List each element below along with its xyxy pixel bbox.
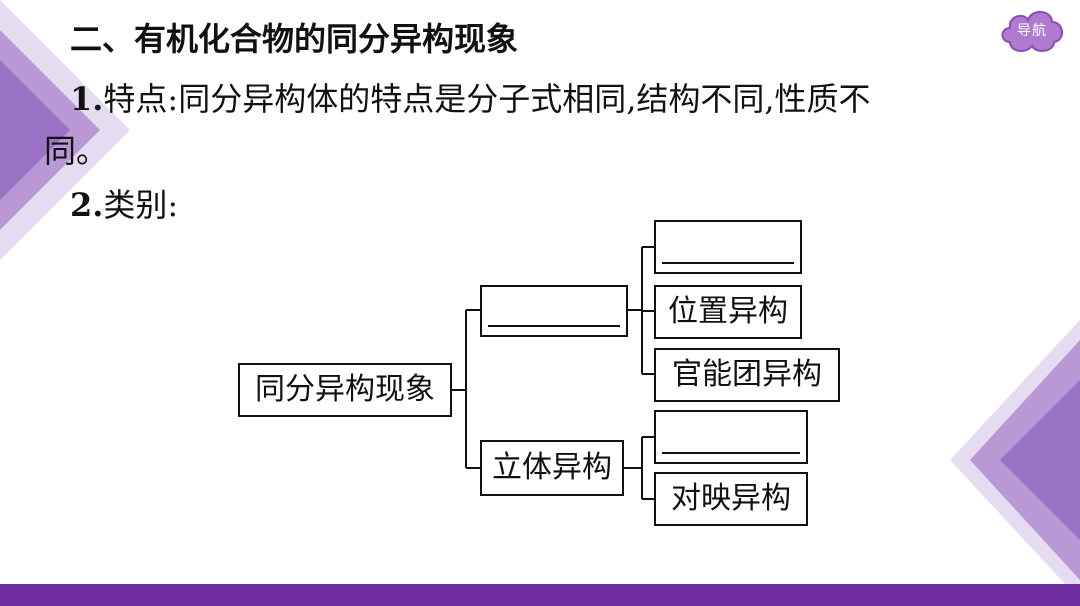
point-1-continuation: 同。 bbox=[44, 132, 109, 170]
enantiomer-box: 对映异构 bbox=[654, 472, 808, 526]
blank-line bbox=[488, 325, 620, 327]
carbon-chain-isomer-blank-box bbox=[654, 220, 802, 274]
stereo-isomer-label: 立体异构 bbox=[492, 450, 612, 485]
bottom-bar bbox=[0, 584, 1080, 606]
point-2-number: 2. bbox=[70, 186, 104, 224]
blank-line bbox=[662, 452, 800, 454]
stereo-isomer-box: 立体异构 bbox=[480, 440, 624, 496]
blank-line bbox=[662, 262, 794, 264]
position-isomer-label: 位置异构 bbox=[668, 294, 788, 329]
right-decoration bbox=[950, 320, 1080, 600]
root-box: 同分异构现象 bbox=[238, 363, 452, 417]
cloud-icon bbox=[1001, 11, 1063, 52]
point-1: 1.特点:同分异构体的特点是分子式相同,结构不同,性质不 bbox=[70, 80, 871, 118]
structural-isomer-blank-box bbox=[480, 285, 628, 337]
point-2: 2.类别: bbox=[70, 186, 178, 224]
root-label: 同分异构现象 bbox=[255, 372, 435, 407]
functional-group-isomer-box: 官能团异构 bbox=[654, 348, 840, 402]
point-1-number: 1. bbox=[70, 80, 104, 118]
point-2-text: 类别: bbox=[103, 186, 179, 224]
enantiomer-label: 对映异构 bbox=[671, 481, 791, 516]
nav-button[interactable]: 导航 bbox=[996, 4, 1068, 56]
cis-trans-isomer-blank-box bbox=[654, 410, 808, 464]
position-isomer-box: 位置异构 bbox=[654, 285, 802, 339]
nav-label: 导航 bbox=[1017, 23, 1047, 39]
section-title: 二、有机化合物的同分异构现象 bbox=[70, 20, 519, 58]
point-1-text: 特点:同分异构体的特点是分子式相同,结构不同,性质不 bbox=[103, 80, 871, 118]
functional-group-isomer-label: 官能团异构 bbox=[672, 357, 822, 392]
